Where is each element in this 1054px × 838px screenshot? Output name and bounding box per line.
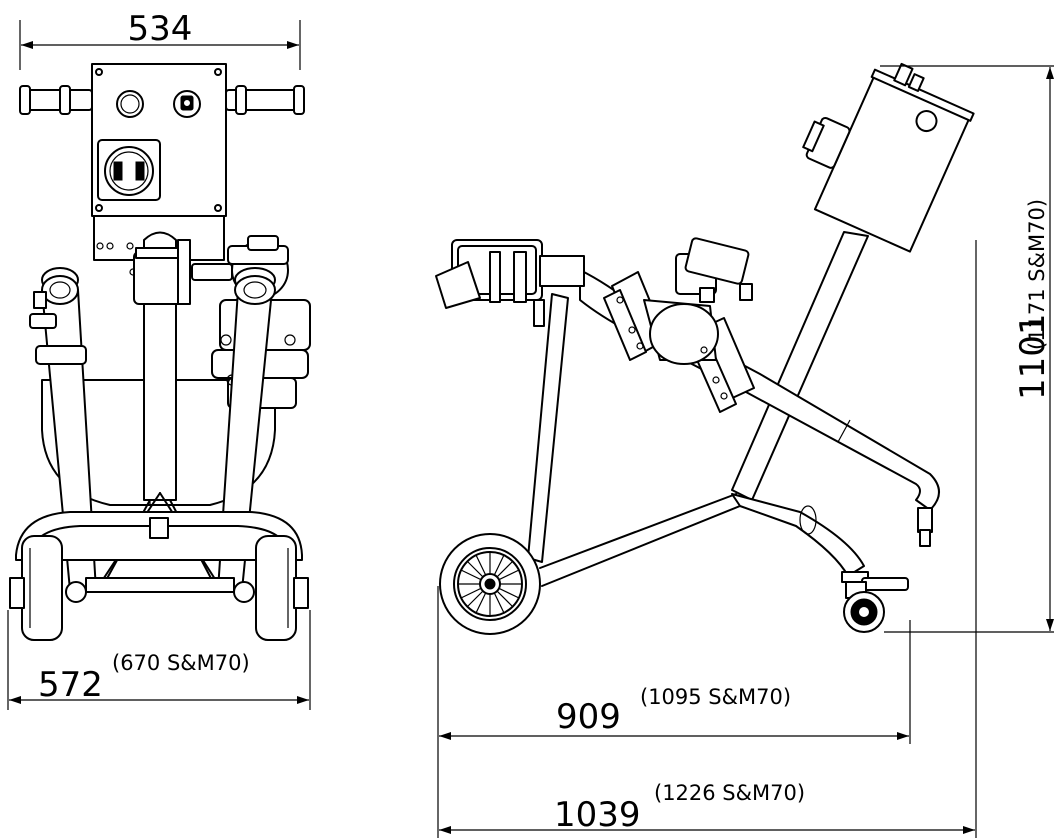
front-view <box>9 63 311 641</box>
dimension-lines <box>7 20 1054 838</box>
upright-column <box>731 231 869 501</box>
dim-side-overall-length: 1039 <box>554 795 641 835</box>
dim-front-top-width: 534 <box>128 9 193 49</box>
control-box-side <box>802 62 975 253</box>
dim-side-wheelbase: 909 <box>556 697 621 737</box>
side-view <box>435 62 975 635</box>
flange-valve <box>603 237 755 413</box>
large-wheel <box>439 533 541 635</box>
handle-bars <box>19 85 305 115</box>
dim-side-overall-length-alt: (1226 S&M70) <box>654 781 805 805</box>
front-leg <box>527 293 569 563</box>
dim-side-wheelbase-alt: (1095 S&M70) <box>640 685 791 709</box>
dimension-labels: 534 572 (670 S&M70) 909 (1095 S&M70) 103… <box>38 9 1053 835</box>
central-column <box>133 231 233 501</box>
dim-side-height: 1101 <box>1013 313 1053 400</box>
dim-side-height-alt: (1171 S&M70) <box>1025 199 1049 350</box>
base-frame-side <box>539 493 865 587</box>
front-wheels <box>9 535 309 641</box>
dim-front-base-width-alt: (670 S&M70) <box>112 651 250 675</box>
dim-front-base-width: 572 <box>38 665 103 705</box>
caster-wheel <box>841 571 909 633</box>
inlet-coupling <box>435 239 585 327</box>
